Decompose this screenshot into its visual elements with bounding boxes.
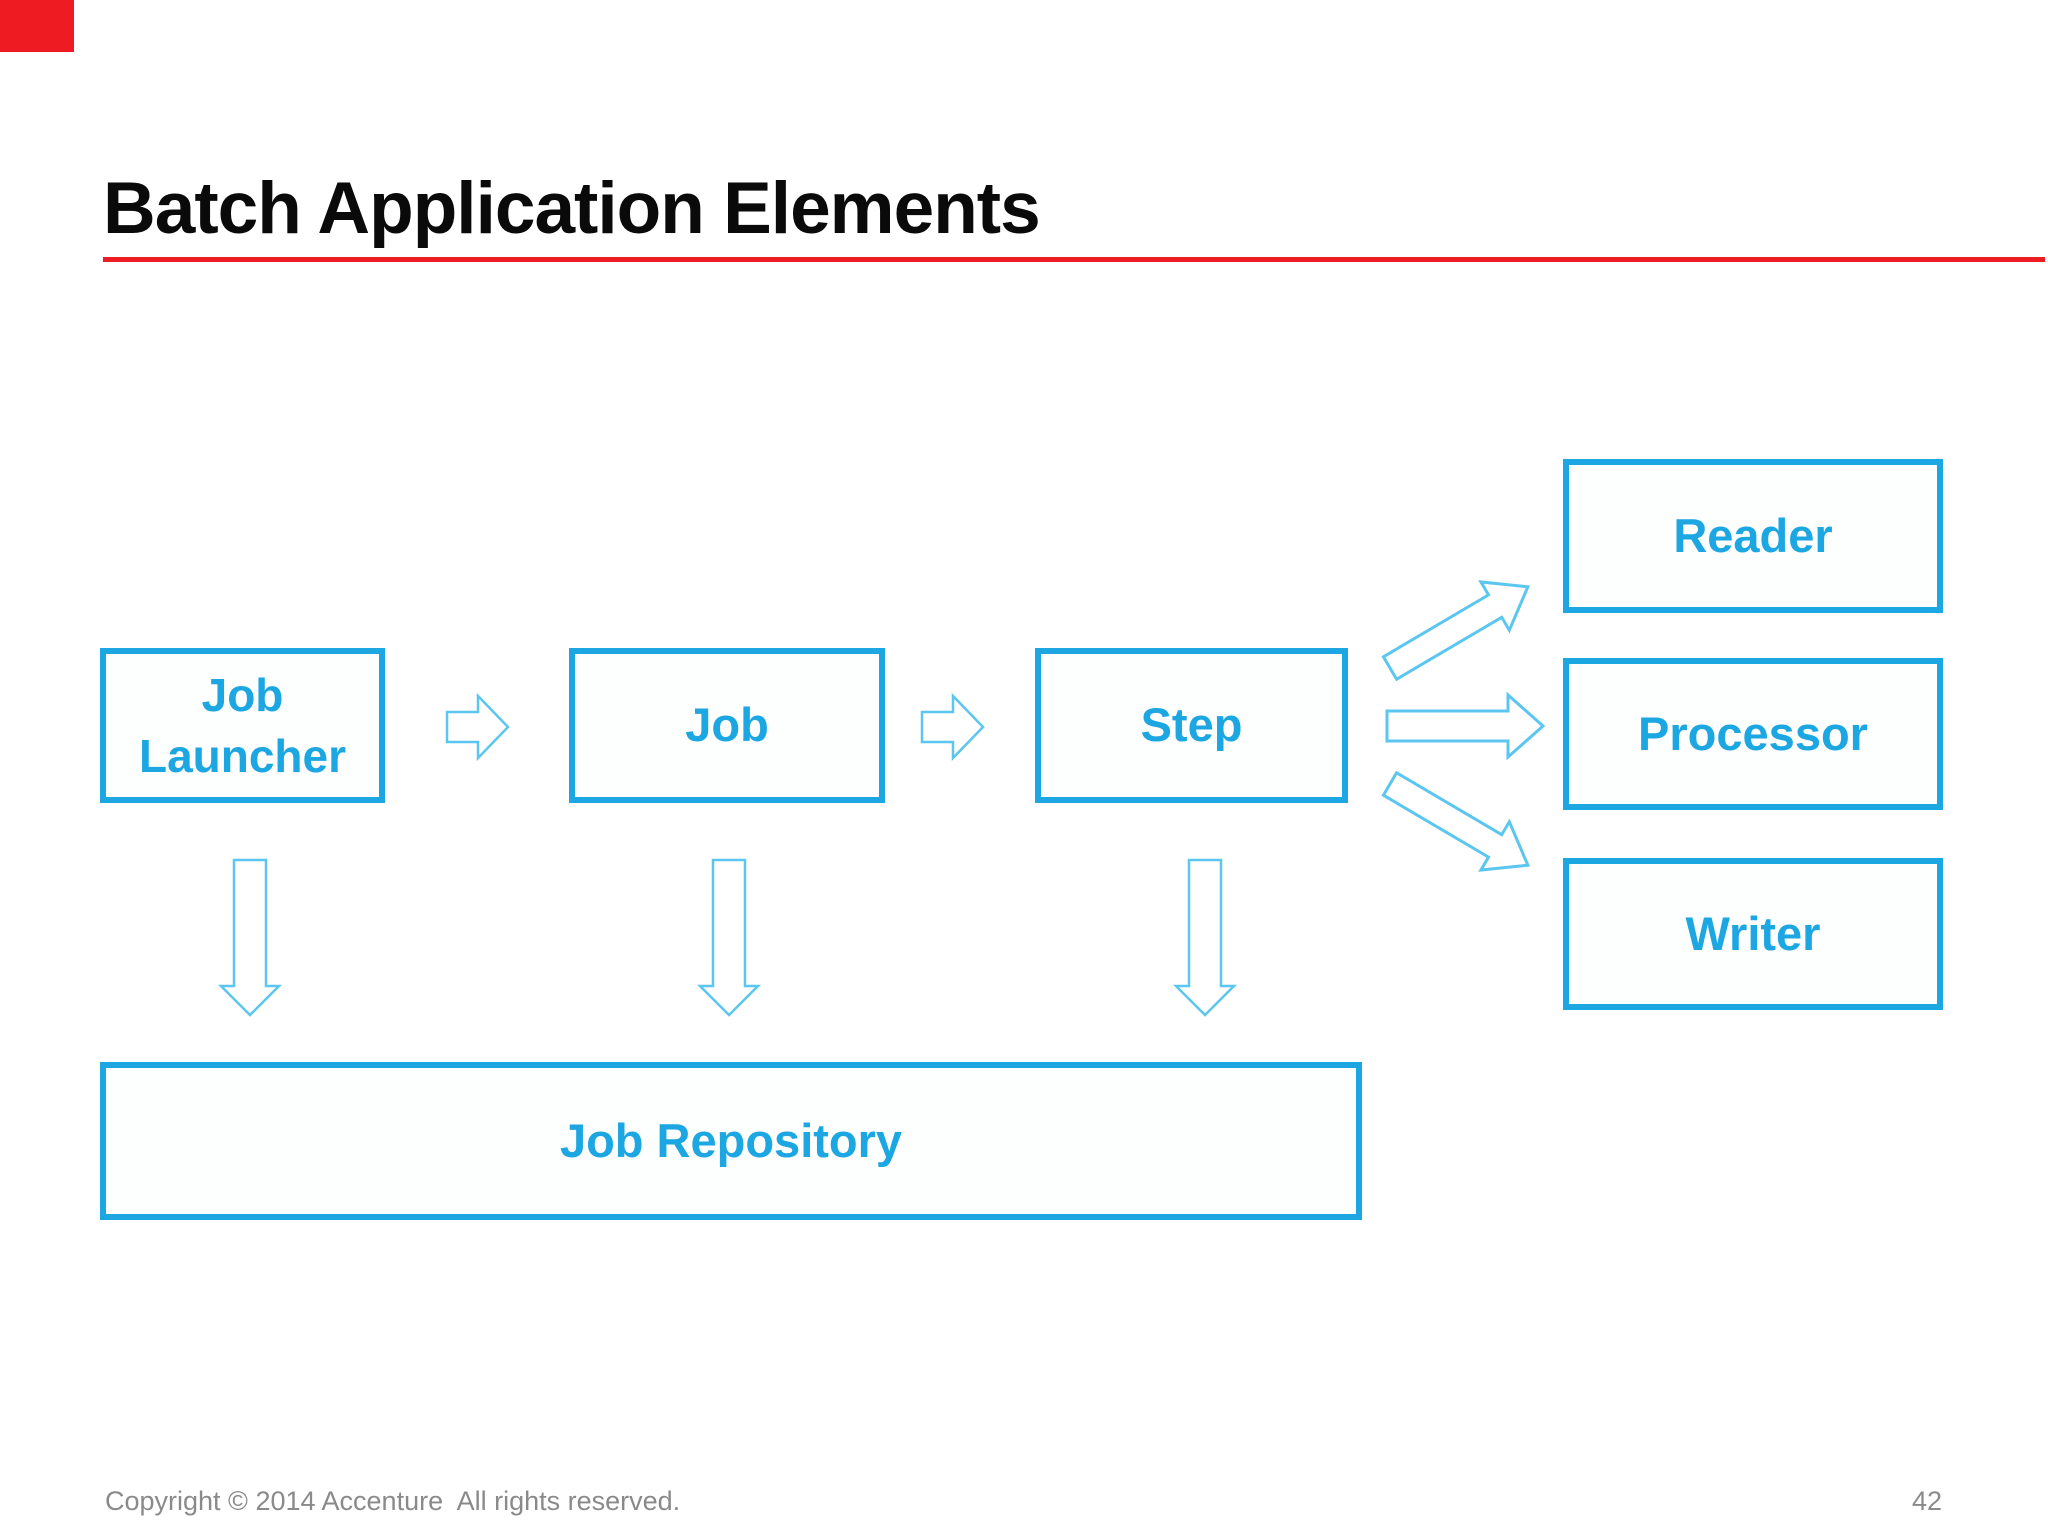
node-job-launcher-label: Job Launcher — [138, 668, 347, 782]
page-title: Batch Application Elements — [103, 167, 1041, 249]
node-job: Job — [569, 648, 885, 803]
node-writer: Writer — [1563, 858, 1943, 1010]
arrow-job-to-step-icon — [920, 692, 985, 762]
arrow-job-launcher-to-job-icon — [445, 692, 510, 762]
node-job-label: Job — [685, 698, 769, 752]
arrow-step-to-repository-icon — [1172, 858, 1238, 1017]
node-step: Step — [1035, 648, 1348, 803]
node-processor: Processor — [1563, 658, 1943, 810]
node-job-repository: Job Repository — [100, 1062, 1362, 1220]
footer-page-number: 42 — [1911, 1486, 1942, 1516]
node-processor-label: Processor — [1638, 706, 1868, 760]
node-reader-label: Reader — [1673, 508, 1833, 562]
red-corner-mark — [0, 0, 74, 52]
node-reader: Reader — [1563, 459, 1943, 613]
arrow-job-launcher-to-repository-icon — [217, 858, 283, 1017]
arrow-step-to-processor-icon — [1385, 691, 1546, 761]
node-writer-label: Writer — [1685, 906, 1821, 960]
title-divider — [103, 257, 2045, 262]
arrow-step-to-reader-icon — [1381, 580, 1531, 682]
arrow-step-to-writer-icon — [1381, 770, 1531, 872]
node-job-launcher: Job Launcher — [100, 648, 385, 803]
node-step-label: Step — [1140, 698, 1243, 752]
footer-copyright: Copyright © 2014 Accenture All rights re… — [105, 1486, 681, 1516]
arrow-job-to-repository-icon — [696, 858, 762, 1017]
node-job-repository-label: Job Repository — [559, 1113, 903, 1167]
